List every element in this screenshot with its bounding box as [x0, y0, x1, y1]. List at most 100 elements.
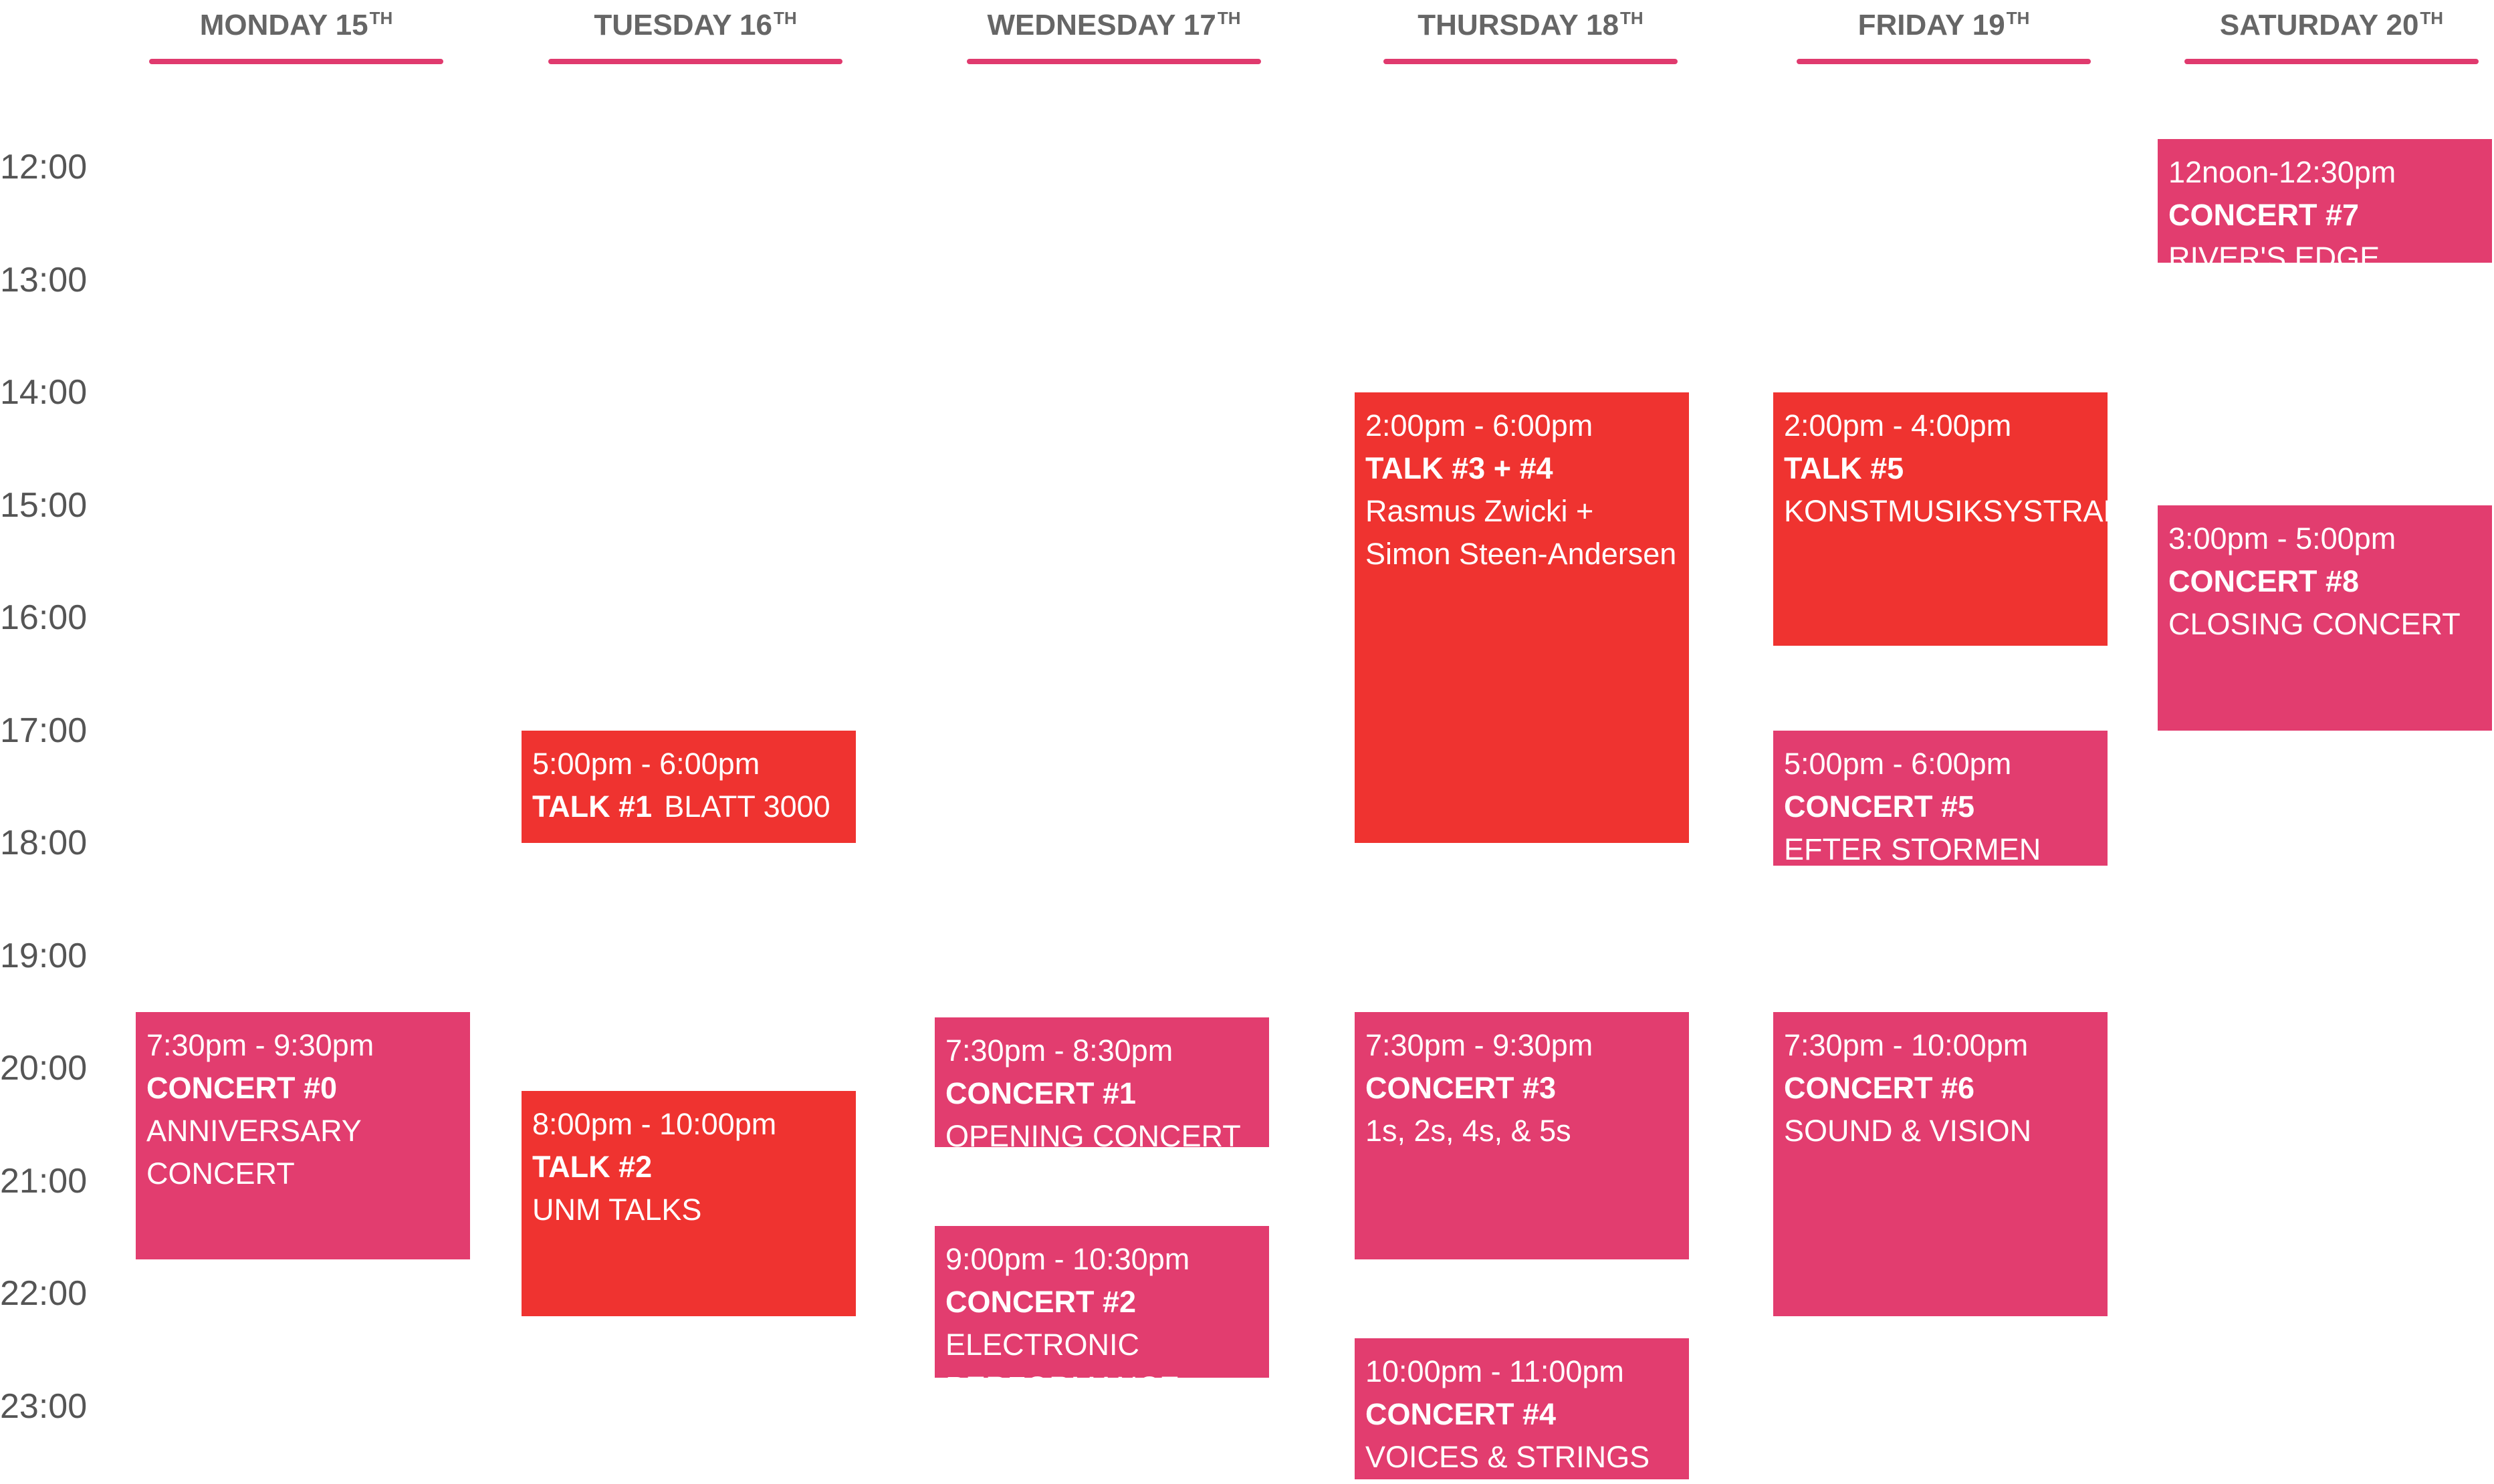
event-title-line: CONCERT #1	[945, 1072, 1258, 1115]
day-header-5: SATURDAY 20TH	[2178, 8, 2485, 42]
time-label: 20:00	[0, 1049, 88, 1088]
day-header-label: THURSDAY 18	[1418, 9, 1619, 41]
day-header-3: THURSDAY 18TH	[1377, 8, 1684, 42]
time-label: 21:00	[0, 1161, 88, 1201]
day-header-1: TUESDAY 16TH	[542, 8, 849, 42]
event-title-line: CONCERT #0	[146, 1067, 459, 1110]
event-subtitle: BLATT 3000	[664, 789, 830, 824]
event-subtitle: SOUND & VISION	[1784, 1113, 2032, 1148]
event-title: TALK #3 + #4	[1365, 451, 1553, 485]
event-title: CONCERT #0	[146, 1070, 338, 1105]
time-label: 13:00	[0, 260, 88, 299]
time-label: 19:00	[0, 936, 88, 975]
day-header-suffix: TH	[2420, 8, 2444, 28]
event-time: 7:30pm - 8:30pm	[945, 1033, 1173, 1068]
day-header-label: TUESDAY 16	[594, 9, 772, 41]
event-title-line: TALK #3 + #4	[1365, 447, 1678, 490]
event-time: 5:00pm - 6:00pm	[532, 746, 760, 781]
event-title-line: CONCERT #4	[1365, 1393, 1678, 1436]
time-label: 22:00	[0, 1274, 88, 1313]
day-underline	[1797, 59, 2091, 64]
day-header-suffix: TH	[1217, 8, 1241, 28]
day-header-suffix: TH	[2006, 8, 2030, 28]
event-time: 2:00pm - 6:00pm	[1365, 408, 1593, 443]
event-subtitle: PERFORMANCE	[945, 1366, 1258, 1378]
day-header-label: MONDAY 15	[199, 9, 368, 41]
event-title: TALK #5	[1784, 451, 1904, 485]
event-title: CONCERT #8	[2168, 564, 2360, 598]
event-title-line: CONCERT #2	[945, 1281, 1258, 1324]
event-subtitle: KONSTMUSIKSYSTRAR	[1784, 494, 2108, 528]
day-header-label: WEDNESDAY 17	[987, 9, 1216, 41]
time-label: 14:00	[0, 373, 88, 412]
event-title-line: CONCERT #8	[2168, 560, 2481, 603]
day-header-label: SATURDAY 20	[2219, 9, 2419, 41]
event-title-line: CONCERT #6	[1784, 1067, 2097, 1110]
event-subtitle: OPENING CONCERT	[945, 1119, 1241, 1147]
event-subtitle: VOICES & STRINGS	[1365, 1440, 1650, 1475]
event-time: 7:30pm - 9:30pm	[1365, 1027, 1593, 1062]
day-header-2: WEDNESDAY 17TH	[960, 8, 1268, 42]
event-subtitle: 1s, 2s, 4s, & 5s	[1365, 1113, 1571, 1148]
day-header-label: FRIDAY 19	[1857, 9, 2005, 41]
event-time: 5:00pm - 6:00pm	[1784, 746, 2012, 781]
day-header-suffix: TH	[773, 8, 797, 28]
event-time: 12noon-12:30pm	[2168, 154, 2396, 189]
event-subtitle: CLOSING CONCERT	[2168, 606, 2461, 641]
event-title-line: TALK #2	[532, 1146, 845, 1189]
time-label: 18:00	[0, 824, 88, 862]
time-label: 15:00	[0, 485, 88, 525]
day-header-suffix: TH	[369, 8, 393, 28]
event-time: 7:30pm - 9:30pm	[146, 1027, 374, 1062]
time-label: 17:00	[0, 711, 88, 750]
event-time: 9:00pm - 10:30pm	[945, 1241, 1190, 1276]
event-time: 8:00pm - 10:00pm	[532, 1106, 777, 1141]
event-time: 3:00pm - 5:00pm	[2168, 521, 2396, 555]
day-underline	[548, 59, 842, 64]
day-header-4: FRIDAY 19TH	[1790, 8, 2098, 42]
event-time: 10:00pm - 11:00pm	[1365, 1354, 1624, 1389]
event-subtitle: CONCERT	[146, 1156, 295, 1191]
event-title-line: TALK #5	[1784, 447, 2097, 490]
event-title: CONCERT #7	[2168, 197, 2360, 232]
event-subtitle: EFTER STORMEN	[1784, 832, 2041, 866]
time-label: 23:00	[0, 1386, 88, 1426]
event-title-line: CONCERT #3	[1365, 1067, 1678, 1110]
time-label: 16:00	[0, 598, 88, 637]
event-subtitle: Simon Steen-Andersen	[1365, 537, 1677, 571]
event-subtitle: ELECTRONIC	[945, 1327, 1140, 1362]
time-label: 12:00	[0, 148, 88, 187]
event-title: TALK #2	[532, 1149, 653, 1184]
event-title: CONCERT #2	[945, 1284, 1137, 1319]
event-title: CONCERT #3	[1365, 1070, 1557, 1105]
day-underline	[2184, 59, 2479, 64]
event-time: 7:30pm - 10:00pm	[1784, 1027, 2029, 1062]
event-title: CONCERT #1	[945, 1076, 1137, 1111]
event-title: CONCERT #5	[1784, 789, 1975, 824]
event-time: 2:00pm - 4:00pm	[1784, 408, 2012, 443]
event-subtitle: RIVER'S EDGE	[2168, 240, 2380, 263]
event-title: CONCERT #6	[1784, 1070, 1975, 1105]
day-underline	[967, 59, 1261, 64]
event-title: CONCERT #4	[1365, 1397, 1557, 1432]
day-underline	[149, 59, 443, 64]
day-header-suffix: TH	[1620, 8, 1643, 28]
event-subtitle: ANNIVERSARY	[146, 1113, 362, 1148]
event-subtitle: Rasmus Zwicki +	[1365, 494, 1594, 528]
event-title-line: CONCERT #5	[1784, 785, 2097, 828]
